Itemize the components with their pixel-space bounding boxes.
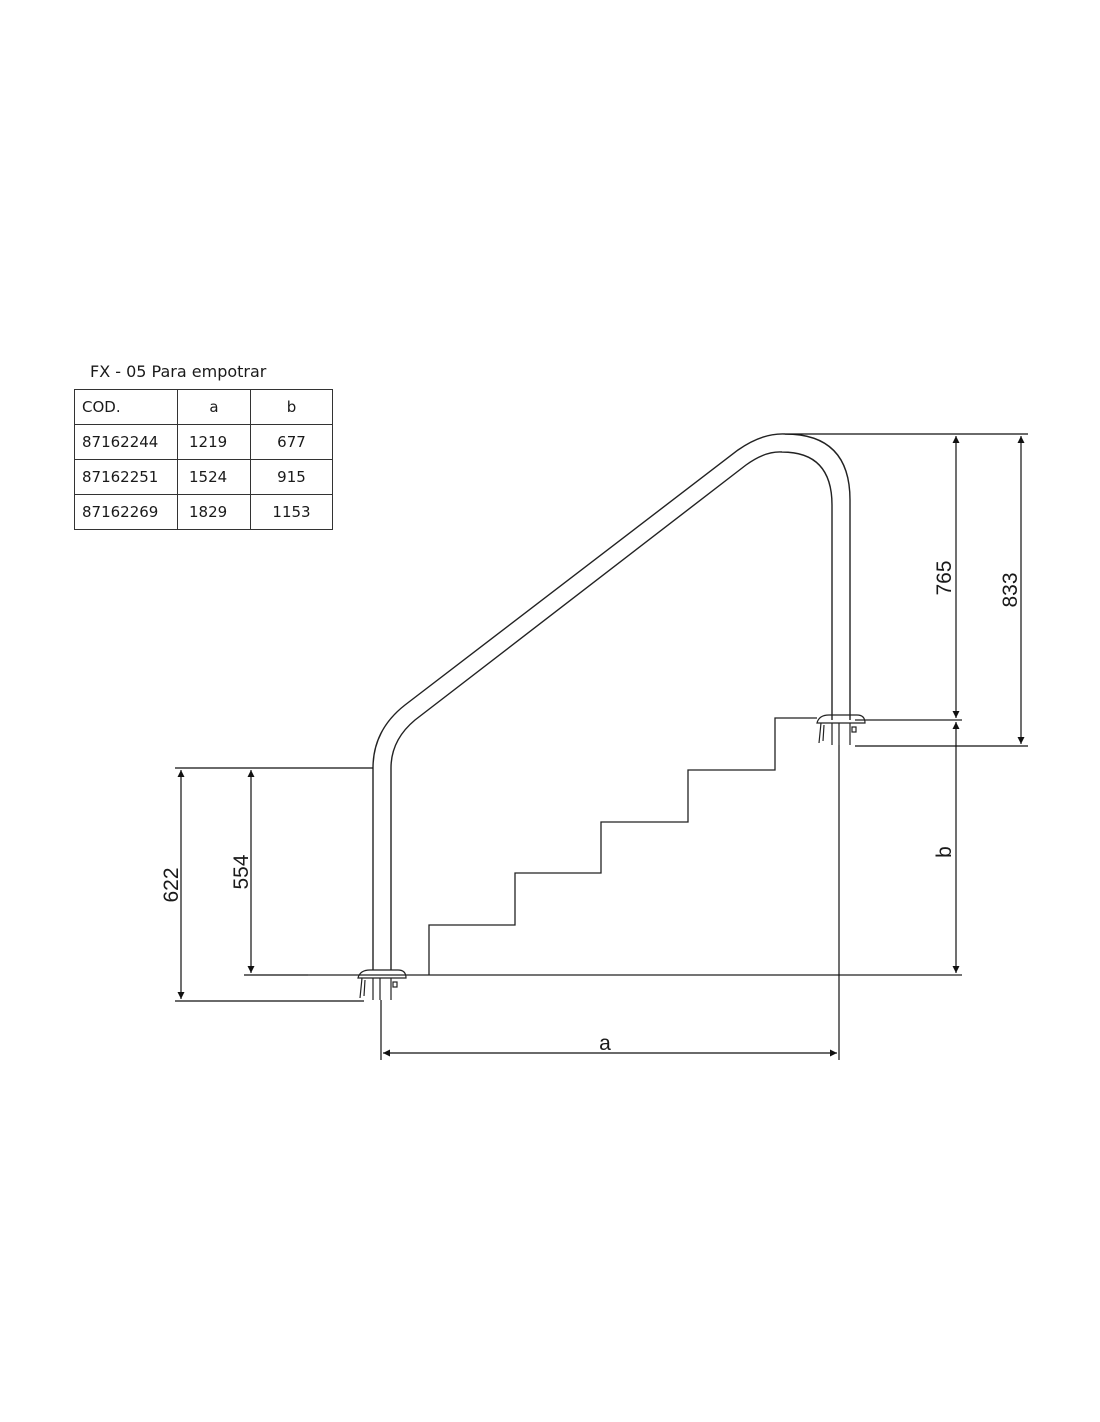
table-header-cell: a (177, 389, 251, 425)
table-cell: 1829 (177, 494, 251, 530)
upper-anchor (816, 714, 866, 745)
stairs (308, 717, 962, 976)
dimension-622-label: 622 (160, 867, 183, 902)
table-header-cell: b (250, 389, 333, 425)
dimension-554-label: 554 (230, 854, 253, 889)
table-cell: 1219 (177, 424, 251, 460)
table-cell: 87162269 (74, 494, 178, 530)
table-header-row: COD. a b (74, 389, 333, 425)
table-cell: 87162251 (74, 459, 178, 495)
dimension-a-label: a (599, 1032, 611, 1055)
drawing-title: FX - 05 Para empotrar (90, 362, 267, 381)
table-header-cell: COD. (74, 389, 178, 425)
dimension-765-label: 765 (933, 560, 956, 595)
table-row: 87162244 1219 677 (74, 424, 333, 460)
dimension-b-label: b (933, 846, 956, 858)
lower-anchor (357, 969, 407, 1000)
table-cell: 1524 (177, 459, 251, 495)
dimension-lines (175, 433, 1028, 1060)
table-cell: 677 (250, 424, 333, 460)
spec-table: COD. a b 87162244 1219 677 87162251 1524… (74, 389, 333, 530)
table-row: 87162251 1524 915 (74, 459, 333, 495)
handrail-tube (372, 433, 851, 970)
table-row: 87162269 1829 1153 (74, 494, 333, 530)
table-cell: 1153 (250, 494, 333, 530)
dimension-833-label: 833 (999, 572, 1022, 607)
